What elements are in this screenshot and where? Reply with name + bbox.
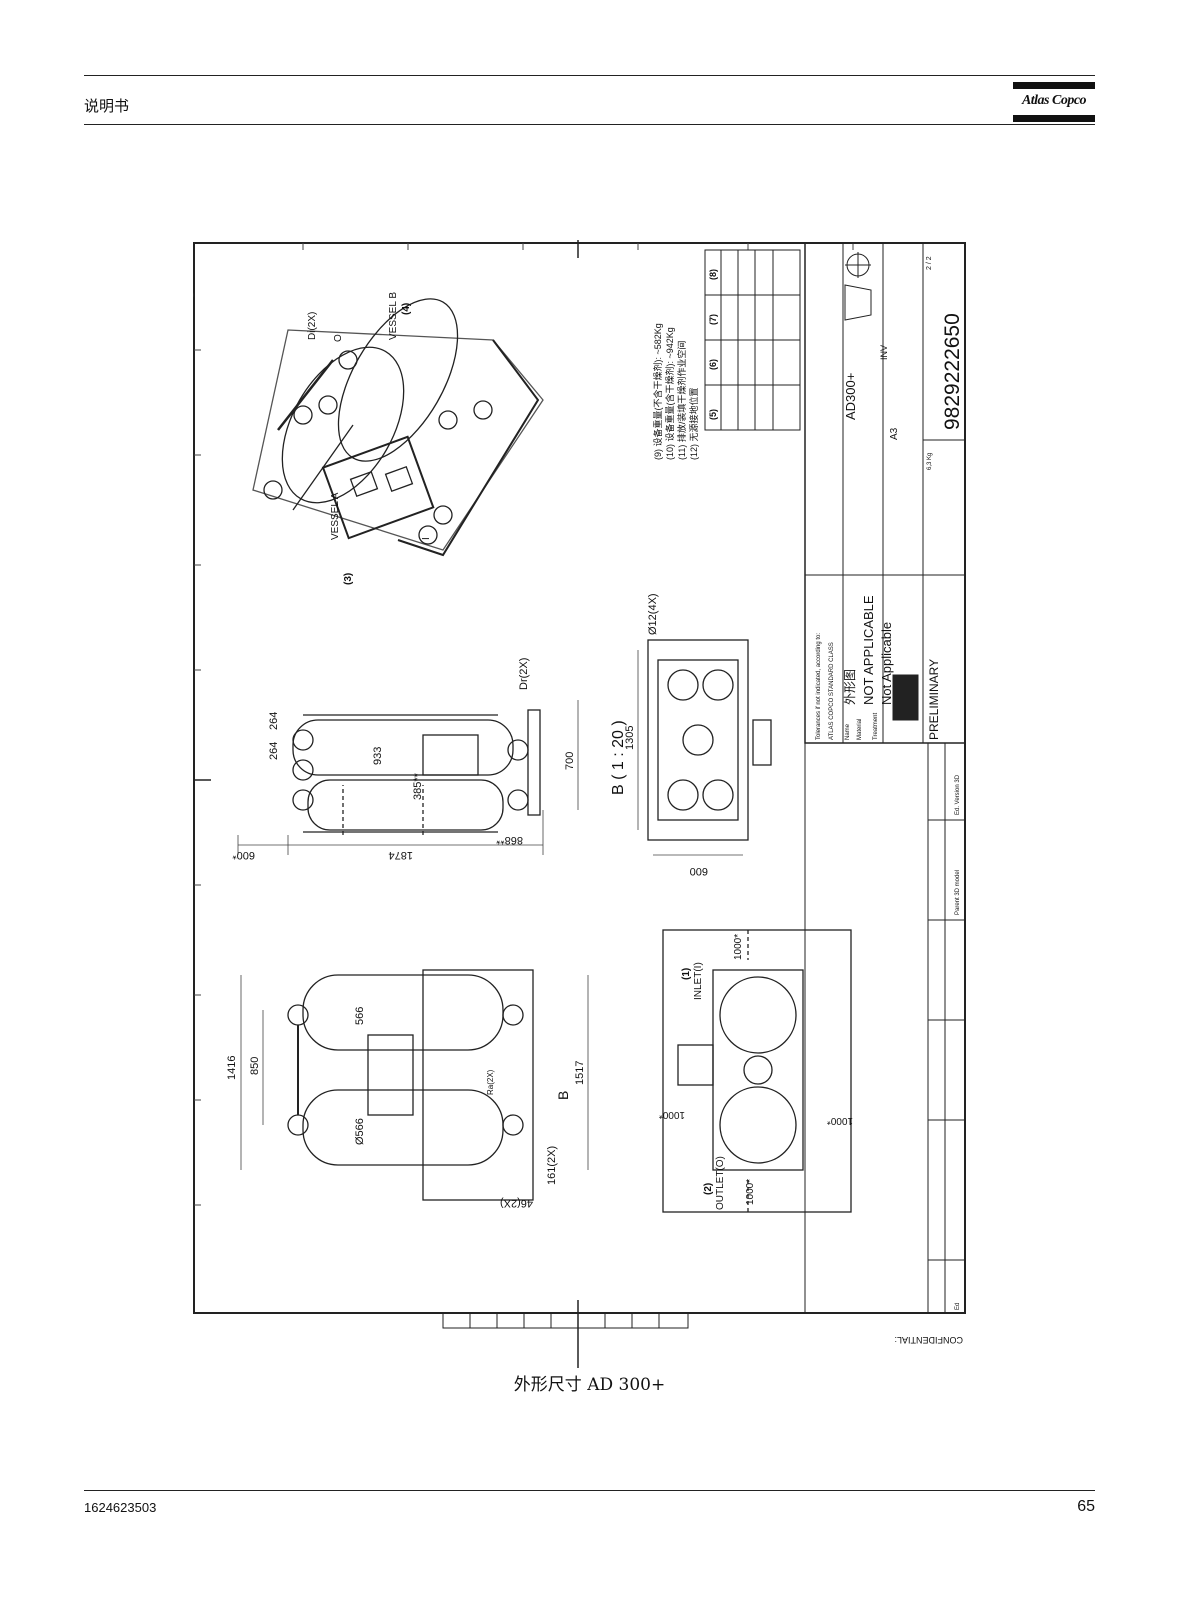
front-view-dims xyxy=(240,975,589,1170)
drawing-number: 9829222650 xyxy=(941,313,964,430)
dim-700: 700 xyxy=(564,752,576,770)
view-b xyxy=(647,639,772,841)
logo-bar-top xyxy=(1013,82,1095,89)
confidential-text: CONFIDENTIAL: xyxy=(894,1335,963,1345)
header-bottom-rule xyxy=(84,124,1095,125)
version-text: Ed. Version 3D xyxy=(955,774,961,815)
logo-text: Atlas Copco xyxy=(1021,93,1087,108)
table-col: (5) xyxy=(708,409,718,420)
sheet-value: 2 / 2 xyxy=(926,256,933,270)
name-value: 外形图 xyxy=(843,669,857,705)
atlas-copco-logo: Atlas Copco xyxy=(1013,82,1095,124)
dim-566-dia: Ø566 xyxy=(354,1118,366,1145)
dim-868: 868** xyxy=(495,834,523,846)
ra-label: Ra(2X) xyxy=(486,1069,495,1095)
title-block xyxy=(804,242,966,1314)
vessel-b-number: (4) xyxy=(401,303,412,315)
ed-label: Ed xyxy=(955,1303,961,1310)
material-value: NOT APPLICABLE xyxy=(861,595,876,705)
dim-1000: 1000* xyxy=(733,934,744,960)
material-label: Material xyxy=(857,719,863,740)
table-col: (7) xyxy=(708,314,718,325)
holes-label: Ø12(4X) xyxy=(647,593,659,635)
dim-1000: 1000* xyxy=(827,1115,853,1126)
dim-933: 933 xyxy=(372,747,384,765)
inv-value: INV xyxy=(879,345,889,360)
o-label: O xyxy=(333,334,344,342)
grid-number: 10 xyxy=(193,291,194,300)
header-top-rule xyxy=(84,75,1095,76)
view-b-title: B ( 1 : 20 ) xyxy=(610,720,627,795)
drawing-notes: (9) 设备重量(不含干燥剂): ~582Kg (10) 设备重量(含干燥剂):… xyxy=(652,323,699,460)
dim-264: 264 xyxy=(268,712,280,730)
view-b-arrow-label: B xyxy=(555,1091,571,1100)
isometric-labels: VESSEL A (3) VESSEL B (4) Di(2X) O I xyxy=(307,292,432,585)
dr-label: Dr(2X) xyxy=(518,658,530,690)
technical-drawing: A B C D E F G 10 9 8 7 6 5 4 3 2 1 VESSE… xyxy=(193,240,966,1368)
header-title: 说明书 xyxy=(84,97,130,115)
status-value: PRELIMINARY xyxy=(927,659,941,740)
dim-161: 161(2X) xyxy=(546,1146,558,1185)
outlet-number: (2) xyxy=(703,1183,714,1195)
standard-text: ATLAS COPCO STANDARD CLASS xyxy=(829,642,835,740)
dim-600: 600* xyxy=(232,849,255,861)
front-view xyxy=(287,969,534,1201)
scale-boxes xyxy=(442,1312,689,1329)
parent-text: Parent 3D model xyxy=(955,870,961,915)
grid-ticks xyxy=(194,243,854,1206)
treatment-value: Not Applicable xyxy=(879,622,894,705)
grid-numbers: 10 9 8 7 6 5 4 3 2 1 xyxy=(193,291,194,300)
vessel-a-label: VESSEL A xyxy=(330,492,341,540)
size-value: A3 xyxy=(889,427,900,440)
inlet-number: (1) xyxy=(681,968,692,980)
note-11: (11) 排放/装填干燥剂作业空间 xyxy=(676,341,687,460)
tolerances-text: Tolerances if not indicated, according t… xyxy=(816,633,822,740)
top-view xyxy=(662,929,852,1213)
view-b-labels: B ( 1 : 20 ) 1305 600 Ø12(4X) xyxy=(610,593,708,877)
vessel-a-number: (3) xyxy=(343,573,354,585)
i-label: I xyxy=(421,537,432,540)
vessel-b-label: VESSEL B xyxy=(388,292,399,340)
logo-bar-bottom xyxy=(1013,115,1095,122)
dim-1874: 1874 xyxy=(389,849,413,861)
side-view-labels: 264 264 933 385** 700 600* 1874 868** Dr… xyxy=(232,658,576,861)
note-10: (10) 设备重量(含干燥剂): ~942Kg xyxy=(664,327,675,460)
dim-1517: 1517 xyxy=(574,1061,586,1085)
top-view-labels: INLET(I) (1) OUTLET(O) (2) 1000* 1000* 1… xyxy=(659,934,853,1210)
dim-850: 850 xyxy=(249,1057,261,1075)
dim-46: 46(2X) xyxy=(500,1197,533,1209)
side-view xyxy=(292,709,541,835)
treatment-label: Treatment xyxy=(873,713,879,740)
footer-rule xyxy=(84,1490,1095,1491)
title-block-text: Tolerances if not indicated, according t… xyxy=(816,256,964,1345)
document-number: 1624623503 xyxy=(84,1500,157,1515)
weight-value: 6,3 Kg xyxy=(927,453,933,470)
dim-1416: 1416 xyxy=(226,1056,238,1080)
inlet-label: INLET(I) xyxy=(693,962,704,1000)
model-value: AD300+ xyxy=(843,373,858,420)
dim-264: 264 xyxy=(268,742,280,760)
dim-1000: 1000* xyxy=(745,1179,756,1205)
view-b-dims xyxy=(637,650,743,856)
note-12: (12) 无源接地位置 xyxy=(688,387,699,460)
di-label: Di(2X) xyxy=(307,312,318,340)
parts-table xyxy=(704,249,801,431)
front-view-labels: 1416 850 566 Ø566 1517 Ra(2X) B 161(2X) … xyxy=(226,1007,586,1209)
name-label: Name xyxy=(845,723,851,740)
dim-1000: 1000* xyxy=(659,1109,685,1120)
dim-600: 600 xyxy=(690,865,708,877)
isometric-view xyxy=(252,298,544,557)
figure-caption: 外形尺寸 AD 300+ xyxy=(513,1375,666,1395)
parts-table-header: (8) (7) (6) (5) xyxy=(708,269,718,420)
note-9: (9) 设备重量(不含干燥剂): ~582Kg xyxy=(652,323,663,460)
table-col: (6) xyxy=(708,359,718,370)
dim-566: 566 xyxy=(354,1007,366,1025)
outlet-label: OUTLET(O) xyxy=(715,1156,726,1210)
side-view-dims xyxy=(237,700,579,855)
dim-1305: 1305 xyxy=(624,726,636,750)
table-col: (8) xyxy=(708,269,718,280)
dim-385: 385** xyxy=(412,772,424,800)
page-number: 65 xyxy=(1077,1498,1095,1515)
